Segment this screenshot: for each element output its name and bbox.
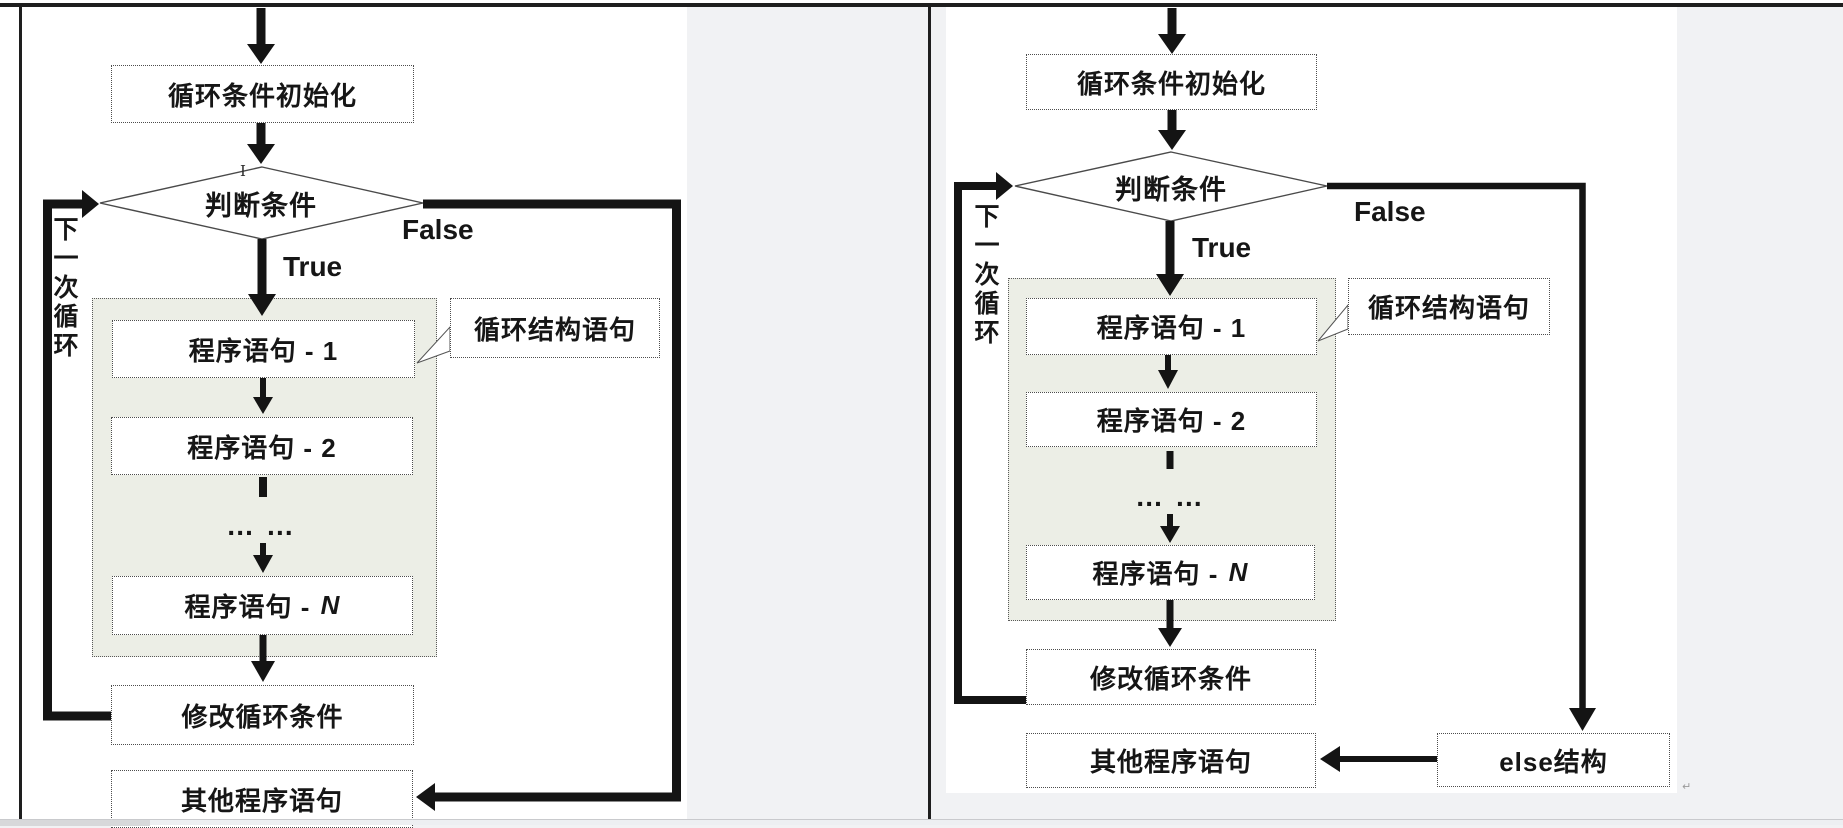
left-border-line bbox=[19, 3, 22, 819]
left-callout-wedge bbox=[416, 325, 451, 364]
left-loopback-line bbox=[43, 199, 111, 721]
right-false-line bbox=[1327, 182, 1586, 710]
left-stmt2-box[interactable]: 程序语句 - 2 bbox=[111, 417, 413, 475]
right-stmt1-box[interactable]: 程序语句 - 1 bbox=[1026, 298, 1317, 355]
right-stmt2-label: 程序语句 - 2 bbox=[1096, 406, 1247, 436]
right-stmtn-to-modify-head bbox=[1158, 628, 1182, 647]
right-else-to-other-head bbox=[1320, 746, 1340, 772]
left-init-to-cond-head bbox=[247, 144, 275, 164]
bottom-status-strip bbox=[0, 819, 1843, 826]
right-next-loop-label: 下一次循环 bbox=[971, 203, 999, 348]
right-modify-box[interactable]: 修改循环条件 bbox=[1026, 649, 1316, 705]
left-stmt1-label: 程序语句 - 1 bbox=[188, 335, 339, 366]
right-other-box[interactable]: 其他程序语句 bbox=[1026, 733, 1316, 788]
left-stmtn-label-var: N bbox=[320, 590, 341, 620]
right-stmt1-to-stmt2-head bbox=[1158, 370, 1178, 389]
top-border-line bbox=[0, 3, 1843, 7]
left-init-label: 循环条件初始化 bbox=[167, 80, 357, 111]
right-init-label: 循环条件初始化 bbox=[1076, 68, 1266, 99]
right-callout-label: 循环结构语句 bbox=[1367, 293, 1530, 323]
right-init-box[interactable]: 循环条件初始化 bbox=[1026, 54, 1317, 110]
left-init-box[interactable]: 循环条件初始化 bbox=[111, 65, 414, 123]
right-modify-label: 修改循环条件 bbox=[1089, 663, 1252, 694]
right-loopback-line bbox=[954, 182, 1029, 704]
left-margin bbox=[0, 3, 19, 819]
right-stmtn-label-prefix: 程序语句 - bbox=[1092, 559, 1227, 589]
right-stmt2-box[interactable]: 程序语句 - 2 bbox=[1026, 392, 1317, 447]
page-divider-line bbox=[928, 3, 931, 819]
right-ellipsis: … … bbox=[1135, 481, 1205, 512]
left-stmt1-box[interactable]: 程序语句 - 1 bbox=[112, 320, 415, 378]
left-stmtn-to-modify-head bbox=[251, 661, 275, 682]
left-callout-box[interactable]: 循环结构语句 bbox=[450, 298, 660, 358]
right-init-to-cond-head bbox=[1158, 130, 1186, 150]
paragraph-mark: ↵ bbox=[1682, 781, 1692, 793]
right-stmtn-box[interactable]: 程序语句 - N bbox=[1026, 545, 1315, 600]
left-modify-box[interactable]: 修改循环条件 bbox=[111, 685, 414, 745]
left-true-label: True bbox=[283, 251, 343, 282]
left-modify-label: 修改循环条件 bbox=[181, 701, 344, 732]
left-next-loop-label: 下一次循环 bbox=[50, 216, 78, 361]
left-other-box[interactable]: 其他程序语句 bbox=[111, 770, 413, 828]
right-false-arrow-head bbox=[1569, 708, 1596, 731]
right-loopback-head bbox=[996, 172, 1013, 200]
left-stmtn-box[interactable]: 程序语句 - N bbox=[112, 576, 413, 635]
right-true-label: True bbox=[1192, 232, 1252, 263]
right-callout-wedge bbox=[1317, 303, 1349, 342]
left-stmtn-label-prefix: 程序语句 - bbox=[184, 592, 319, 622]
left-stmt2-label: 程序语句 - 2 bbox=[187, 432, 337, 463]
text-cursor: I bbox=[240, 162, 246, 180]
right-entry-arrow-head bbox=[1158, 34, 1186, 54]
left-false-line bbox=[423, 199, 681, 802]
right-other-label: 其他程序语句 bbox=[1089, 747, 1252, 777]
left-false-label: False bbox=[402, 214, 474, 245]
left-condition-label: 判断条件 bbox=[205, 190, 317, 221]
left-callout-label: 循环结构语句 bbox=[473, 314, 636, 345]
left-false-arrow-head bbox=[416, 783, 435, 811]
right-stmtn-label-var: N bbox=[1228, 557, 1249, 587]
left-other-label: 其他程序语句 bbox=[180, 785, 343, 816]
top-margin bbox=[0, 0, 1843, 3]
right-dots-to-stmtn-head bbox=[1160, 526, 1180, 543]
left-dots-to-stmtn-head bbox=[253, 555, 273, 573]
right-true-arrow-head bbox=[1156, 274, 1184, 296]
right-else-label: else结构 bbox=[1499, 746, 1608, 777]
bottom-strip-left-segment bbox=[0, 820, 150, 826]
left-entry-arrow-head bbox=[247, 44, 275, 64]
left-loopback-head bbox=[82, 190, 99, 218]
right-false-label: False bbox=[1354, 196, 1426, 227]
left-stmt1-to-stmt2-head bbox=[253, 397, 273, 414]
left-ellipsis: … … bbox=[226, 510, 296, 541]
right-condition-label: 判断条件 bbox=[1115, 174, 1227, 205]
right-else-box[interactable]: else结构 bbox=[1437, 733, 1670, 787]
right-callout-box[interactable]: 循环结构语句 bbox=[1348, 278, 1550, 335]
right-stmt1-label: 程序语句 - 1 bbox=[1096, 313, 1247, 343]
left-true-arrow-head bbox=[248, 294, 276, 316]
